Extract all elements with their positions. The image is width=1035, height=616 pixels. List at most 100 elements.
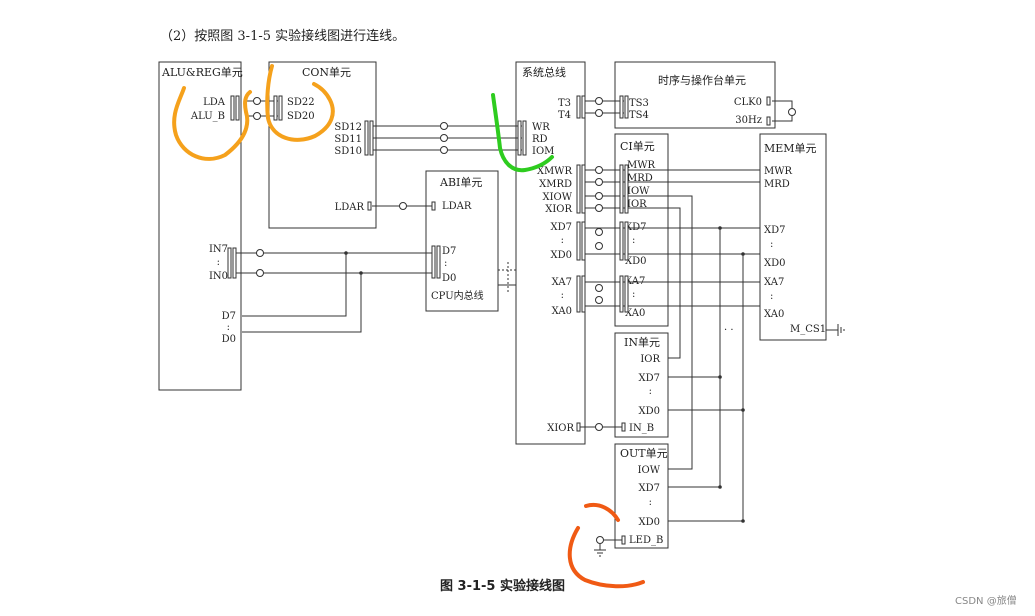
sysbus-rd-label: RD <box>532 134 548 145</box>
dip-jack-icon <box>619 164 624 214</box>
ground-icon <box>594 544 606 557</box>
timing-title: 时序与操作台单元 <box>658 73 746 87</box>
alu-reg-lda-label: LDA <box>203 97 226 108</box>
timing-ts3-label: TS3 <box>629 98 649 109</box>
wire-d7-branch <box>242 253 347 317</box>
dip-jack-icon <box>232 247 237 279</box>
sysbus-xior2-label: XIOR <box>547 423 574 434</box>
alu-reg-alu-b-label: ALU_B <box>190 111 225 122</box>
alu-reg-box <box>158 61 242 391</box>
sysbus-xa7-label: XA7 <box>552 277 572 288</box>
in-ior-label: IOR <box>640 354 660 365</box>
con-sd22-label: SD22 <box>287 97 315 108</box>
con-sd12-label: SD12 <box>334 122 362 133</box>
connector-ring-icon <box>595 109 603 117</box>
abi-d0-label: D0 <box>442 273 456 284</box>
mem-vdots-2: : <box>770 291 773 302</box>
junction-in-xd0 <box>741 408 745 412</box>
green-mark-sysbus <box>491 93 554 173</box>
sysbus-xiow-label: XIOW <box>542 192 572 203</box>
in-in-b-label: IN_B <box>629 423 654 434</box>
wire-d0-branch <box>242 273 362 333</box>
wire-30hz <box>772 116 793 122</box>
dip-jack-icon <box>766 96 771 106</box>
abi-ldar-label: LDAR <box>442 201 472 212</box>
system-bus-unit: 系统总线 T3 T4 WR RD IOM XMWR XMRD XIOW XIOR… <box>515 61 586 445</box>
in-box <box>614 332 669 438</box>
connector-ring-icon <box>253 97 261 105</box>
con-sd10-label: SD10 <box>334 146 362 157</box>
orange-mark-alu <box>172 86 252 161</box>
dip-jack-icon <box>576 221 581 261</box>
con-box <box>268 61 377 229</box>
dip-jack-icon <box>624 164 629 214</box>
connector-ring-icon <box>595 178 603 186</box>
dip-jack-icon <box>369 120 374 156</box>
sysbus-xd7-label: XD7 <box>551 222 573 233</box>
ci-box <box>614 133 669 327</box>
handwritten-annotations <box>172 64 645 589</box>
in-vdots: : <box>649 386 652 397</box>
in-xd0-label: XD0 <box>639 406 661 417</box>
dip-jack-icon <box>619 275 624 313</box>
system-bus-title: 系统总线 <box>522 65 566 79</box>
mem-mwr-label: MWR <box>764 166 793 177</box>
out-xd0-label: XD0 <box>639 517 661 528</box>
dip-jack-icon <box>431 245 436 279</box>
sysbus-xmrd-label: XMRD <box>539 179 572 190</box>
connector-ring-icon <box>595 166 603 174</box>
alu-reg-vdots-2: : <box>227 322 230 333</box>
alu-reg-in7-label: IN7 <box>209 244 228 255</box>
mem-mcs1-label: M_CS1 <box>790 324 826 335</box>
alu-reg-d0-label: D0 <box>222 334 236 345</box>
out-unit: OUT单元 IOW XD7 : XD0 LED_B <box>614 443 669 549</box>
dip-jack-icon <box>621 535 626 545</box>
dip-jack-icon <box>581 221 586 261</box>
wire-xior-in-ior <box>582 207 681 359</box>
con-title: CON单元 <box>302 66 351 79</box>
mem-unit: MEM单元 MWR MRD XD7 : XD0 XA7 : XA0 M_CS1 <box>759 133 827 341</box>
mem-mrd-label: MRD <box>764 179 790 190</box>
connector-ring-icon <box>256 249 264 257</box>
dip-jack-icon <box>766 116 771 126</box>
connector-ring-icon <box>399 202 407 210</box>
dip-jack-icon <box>624 95 629 119</box>
dip-jack-icon <box>619 221 624 261</box>
connector-ring-icon <box>595 97 603 105</box>
dip-jack-icon <box>619 95 624 119</box>
timing-clk0-label: CLK0 <box>734 97 762 108</box>
timing-unit: 时序与操作台单元 TS3 TS4 CLK0 30Hz <box>614 61 776 129</box>
dip-jack-icon <box>367 201 372 211</box>
timing-box <box>614 61 776 129</box>
orange-mark-con <box>265 64 335 142</box>
dip-jack-icon <box>522 120 527 156</box>
ci-mwr-label: MWR <box>627 160 656 171</box>
dip-jack-icon <box>621 422 626 432</box>
alu-reg-vdots: : <box>217 257 220 268</box>
ci-xd0-label: XD0 <box>625 256 647 267</box>
connector-ring-icon <box>595 242 603 250</box>
connector-ring-icon <box>595 296 603 304</box>
dip-jack-icon <box>364 120 369 156</box>
connector-ring-icon <box>788 108 796 116</box>
junction-out-xd7 <box>718 485 722 489</box>
in-xd7-label: XD7 <box>639 373 661 384</box>
abi-d7-label: D7 <box>442 246 456 257</box>
connector-rings <box>253 97 796 544</box>
connector-ring-icon <box>596 536 604 544</box>
out-vdots: : <box>649 497 652 508</box>
dip-jack-icon <box>581 95 586 119</box>
dip-jack-icon <box>576 164 581 214</box>
connector-ring-icon <box>440 146 448 154</box>
mem-vdots-1: : <box>770 239 773 250</box>
abi-unit: ABI单元 LDAR D7 : D0 CPU内总线 <box>425 170 499 312</box>
ground-icon <box>837 324 845 336</box>
alu-reg-unit: ALU&REG单元 LDA ALU_B IN7 : IN0 D7 : D0 <box>158 61 243 391</box>
dip-jack-icon <box>431 201 436 211</box>
junction-xd0 <box>741 252 745 256</box>
ci-title: CI单元 <box>620 140 655 153</box>
connector-ring-icon <box>253 112 261 120</box>
dip-jack-icon <box>581 164 586 214</box>
connector-ring-icon <box>595 423 603 431</box>
